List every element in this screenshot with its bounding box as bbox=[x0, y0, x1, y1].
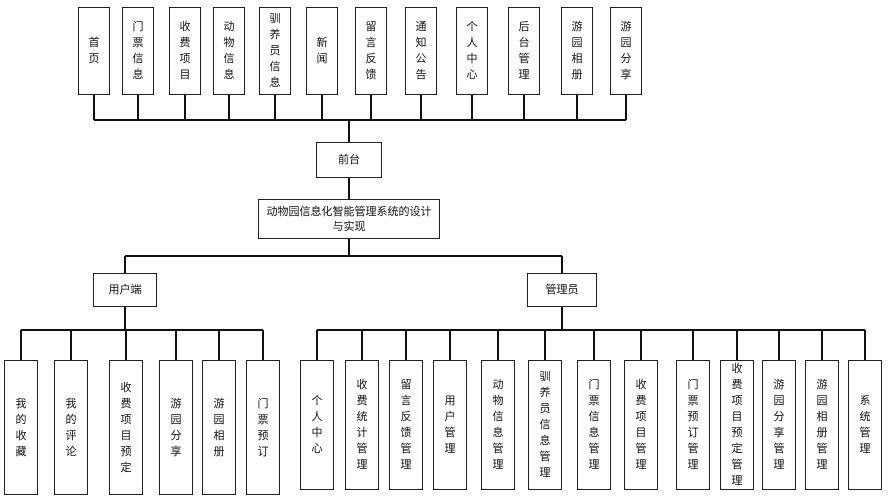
front-module-item: 个人中心 bbox=[456, 7, 488, 95]
user-module-item: 我的评论 bbox=[54, 360, 88, 495]
admin-module-item-label: 个人中心 bbox=[311, 394, 323, 455]
front-module-item-label: 后台管理 bbox=[518, 20, 530, 81]
front-module-item: 收费项目 bbox=[169, 7, 201, 95]
front-module-item: 留言反馈 bbox=[355, 7, 387, 95]
admin-module-item-label: 收费项目管理 bbox=[635, 378, 647, 471]
front-module-item-label: 首页 bbox=[88, 36, 100, 65]
front-module-item: 动物信息 bbox=[213, 7, 245, 95]
admin-side-node: 管理员 bbox=[527, 273, 597, 307]
front-label: 前台 bbox=[338, 153, 360, 166]
user-module-item: 游园分享 bbox=[159, 360, 193, 495]
front-module-item-label: 通知公告 bbox=[415, 20, 427, 81]
admin-module-item: 用户管理 bbox=[433, 360, 467, 490]
front-module-item-label: 门票信息 bbox=[132, 20, 144, 81]
front-module-item-label: 收费项目 bbox=[179, 20, 191, 81]
admin-module-item-label: 门票预订管理 bbox=[687, 378, 699, 471]
admin-module-item: 个人中心 bbox=[300, 360, 334, 490]
user-module-item: 门票预订 bbox=[246, 360, 280, 495]
front-module-item-label: 动物信息 bbox=[223, 20, 235, 81]
user-side-label: 用户端 bbox=[108, 283, 142, 296]
user-module-item-label: 门票预订 bbox=[257, 396, 269, 458]
admin-module-item: 留言反馈管理 bbox=[389, 360, 423, 490]
user-module-item-label: 我的评论 bbox=[65, 396, 77, 458]
admin-module-item: 游园分享管理 bbox=[762, 360, 796, 490]
admin-side-label: 管理员 bbox=[545, 283, 579, 296]
user-module-item: 收费项目预定 bbox=[109, 360, 143, 495]
admin-module-item-label: 门票信息管理 bbox=[588, 378, 600, 471]
admin-module-item-label: 动物信息管理 bbox=[492, 378, 504, 471]
front-node: 前台 bbox=[316, 142, 382, 178]
admin-module-item-label: 驯养员信息管理 bbox=[539, 370, 551, 479]
admin-module-item: 门票信息管理 bbox=[577, 360, 611, 490]
admin-module-item: 系统管理 bbox=[848, 360, 882, 490]
admin-module-item: 动物信息管理 bbox=[481, 360, 515, 490]
system-title: 动物园信息化智能管理系统的设计与实现 bbox=[266, 205, 432, 233]
front-module-item: 门票信息 bbox=[122, 7, 154, 95]
front-module-item-label: 留言反馈 bbox=[365, 20, 377, 81]
user-module-item-label: 收费项目预定 bbox=[120, 380, 132, 474]
admin-module-item: 收费项目预定管理 bbox=[720, 360, 754, 490]
admin-module-item: 驯养员信息管理 bbox=[528, 360, 562, 490]
front-module-item-label: 游园分享 bbox=[620, 20, 632, 81]
front-module-item: 通知公告 bbox=[405, 7, 437, 95]
front-module-item: 驯养员信息 bbox=[259, 7, 291, 95]
front-module-item: 首页 bbox=[78, 7, 110, 95]
admin-module-item-label: 系统管理 bbox=[859, 394, 871, 455]
user-module-item-label: 游园分享 bbox=[170, 396, 182, 458]
admin-module-item-label: 留言反馈管理 bbox=[400, 378, 412, 471]
user-module-item: 游园相册 bbox=[202, 360, 236, 495]
admin-module-item: 游园相册管理 bbox=[805, 360, 839, 490]
front-module-item-label: 游园相册 bbox=[571, 20, 583, 81]
admin-module-item: 门票预订管理 bbox=[676, 360, 710, 490]
user-side-node: 用户端 bbox=[93, 273, 157, 307]
user-module-item-label: 我的收藏 bbox=[15, 396, 27, 458]
user-module-item: 我的收藏 bbox=[4, 360, 38, 495]
admin-module-item-label: 收费统计管理 bbox=[356, 378, 368, 471]
admin-module-item: 收费统计管理 bbox=[345, 360, 379, 490]
admin-module-item-label: 用户管理 bbox=[444, 394, 456, 455]
admin-module-item: 收费项目管理 bbox=[624, 360, 658, 490]
front-module-item: 后台管理 bbox=[508, 7, 540, 95]
front-module-item-label: 驯养员信息 bbox=[269, 12, 281, 89]
front-module-item-label: 新闻 bbox=[316, 36, 328, 65]
front-module-item-label: 个人中心 bbox=[466, 20, 478, 81]
front-module-item: 游园分享 bbox=[610, 7, 642, 95]
admin-module-item-label: 收费项目预定管理 bbox=[731, 362, 743, 487]
admin-module-item-label: 游园分享管理 bbox=[773, 378, 785, 471]
user-module-item-label: 游园相册 bbox=[213, 396, 225, 458]
front-module-item: 新闻 bbox=[306, 7, 338, 95]
system-root-node: 动物园信息化智能管理系统的设计与实现 bbox=[258, 199, 440, 239]
admin-module-item-label: 游园相册管理 bbox=[816, 378, 828, 471]
front-module-item: 游园相册 bbox=[561, 7, 593, 95]
